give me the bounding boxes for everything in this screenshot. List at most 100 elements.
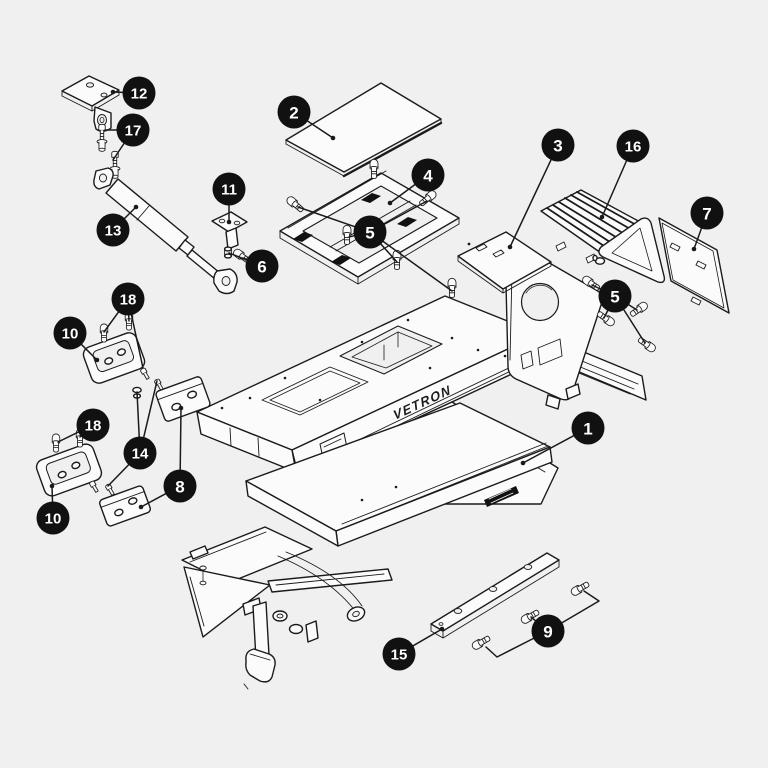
leader-line-5: [382, 240, 453, 292]
leader-dot-8: [178, 405, 184, 411]
balloon-number-12: 12: [131, 86, 148, 103]
part-2-table-plate: [285, 82, 443, 178]
leader-line-7: [693, 227, 703, 250]
leader-dot-2: [330, 135, 336, 141]
balloon-18[interactable]: [111, 282, 145, 316]
balloon-number-10: 10: [62, 326, 79, 343]
leader-line-17: [112, 142, 125, 161]
balloon-number-15: 15: [391, 647, 408, 664]
leader-line-6: [242, 257, 248, 261]
balloon-4[interactable]: [411, 158, 445, 192]
leader-line-5: [383, 200, 428, 225]
balloon-number-16: 16: [625, 139, 642, 156]
balloon-13[interactable]: [96, 213, 130, 247]
leader-dot-13: [133, 204, 139, 210]
leader-line-9: [485, 637, 535, 658]
balloon-number-14: 14: [132, 446, 149, 463]
leader-dot-10: [49, 483, 55, 489]
balloon-number-7: 7: [702, 204, 711, 223]
balloon-number-2: 2: [289, 103, 298, 122]
balloon-number-5: 5: [365, 223, 374, 242]
balloon-number-4: 4: [423, 166, 433, 185]
balloon-5[interactable]: [353, 215, 387, 249]
part-16-ribbed-cover: [540, 189, 666, 284]
leader-line-5: [603, 310, 609, 319]
leader-line-18: [79, 435, 82, 438]
balloon-7[interactable]: [690, 196, 724, 230]
leader-line-18: [130, 314, 144, 369]
balloon-number-1: 1: [583, 419, 592, 438]
leader-line-5: [628, 304, 638, 311]
balloon-12[interactable]: [122, 76, 156, 110]
leader-line-5: [348, 235, 355, 238]
leader-line-2: [306, 120, 334, 139]
balloon-number-17: 17: [125, 123, 142, 140]
leader-line-13: [123, 206, 137, 220]
balloon-number-10: 10: [45, 511, 62, 528]
balloon-16[interactable]: [616, 129, 650, 163]
leader-line-18: [57, 431, 79, 443]
balloon-10[interactable]: [53, 316, 87, 350]
leader-line-5: [297, 206, 356, 228]
leader-line-16: [601, 160, 628, 218]
leader-dot-1: [520, 460, 526, 466]
part-10-clamp-block-lower: [35, 443, 103, 497]
part-3-head-cover: [457, 231, 604, 410]
balloon-10[interactable]: [36, 501, 70, 535]
balloon-1[interactable]: [571, 411, 605, 445]
part-8-guide-block-lower: [99, 485, 151, 527]
leader-line-9: [530, 616, 537, 622]
balloon-18[interactable]: [76, 408, 110, 442]
leader-dot-4: [387, 200, 393, 206]
leader-line-8: [179, 407, 182, 471]
part-13-gas-spring: [93, 167, 238, 295]
balloon-number-11: 11: [221, 182, 237, 199]
part-lower-support-frame: [181, 526, 393, 690]
part-15-mounting-bar: [430, 552, 560, 639]
part-10-clamp-block-upper: [82, 332, 146, 384]
balloon-number-3: 3: [553, 136, 562, 155]
balloon-number-18: 18: [85, 418, 102, 435]
leader-dot-3: [507, 244, 513, 250]
leader-line-5: [380, 243, 398, 263]
leader-dot-7: [691, 246, 697, 252]
leader-line-5: [591, 284, 601, 290]
leader-line-14: [107, 464, 130, 487]
leader-line-5: [623, 309, 646, 344]
leader-line-15: [412, 628, 443, 647]
leader-line-1: [522, 435, 575, 464]
balloon-number-9: 9: [543, 622, 552, 641]
leader-line-4: [389, 184, 416, 204]
leader-dot-16: [599, 214, 605, 220]
balloon-17[interactable]: [116, 113, 150, 147]
balloon-5[interactable]: [598, 279, 632, 313]
balloon-11[interactable]: [212, 172, 246, 206]
balloon-3[interactable]: [541, 128, 575, 162]
leader-line-3: [509, 159, 552, 248]
leader-line-8: [140, 493, 167, 508]
balloon-number-13: 13: [105, 223, 122, 240]
balloon-number-18: 18: [120, 292, 137, 309]
leader-line-18: [103, 311, 120, 333]
leader-dot-15: [439, 626, 445, 632]
part-1-base-plate: [245, 402, 553, 547]
leader-line-14: [143, 380, 158, 438]
balloon-15[interactable]: [382, 637, 416, 671]
balloon-number-8: 8: [175, 477, 184, 496]
balloon-number-6: 6: [257, 257, 266, 276]
leader-line-10: [80, 343, 98, 361]
balloon-2[interactable]: [277, 95, 311, 129]
part-8-guide-block-upper: [155, 376, 211, 422]
leader-dot-8: [138, 504, 144, 510]
leader-dot-11: [226, 219, 232, 225]
leader-line-14: [136, 391, 140, 438]
balloon-8[interactable]: [163, 469, 197, 503]
leader-line-9: [561, 590, 600, 624]
balloon-14[interactable]: [123, 436, 157, 470]
balloon-9[interactable]: [531, 614, 565, 648]
balloon-6[interactable]: [245, 249, 279, 283]
leader-dot-10: [94, 357, 100, 363]
